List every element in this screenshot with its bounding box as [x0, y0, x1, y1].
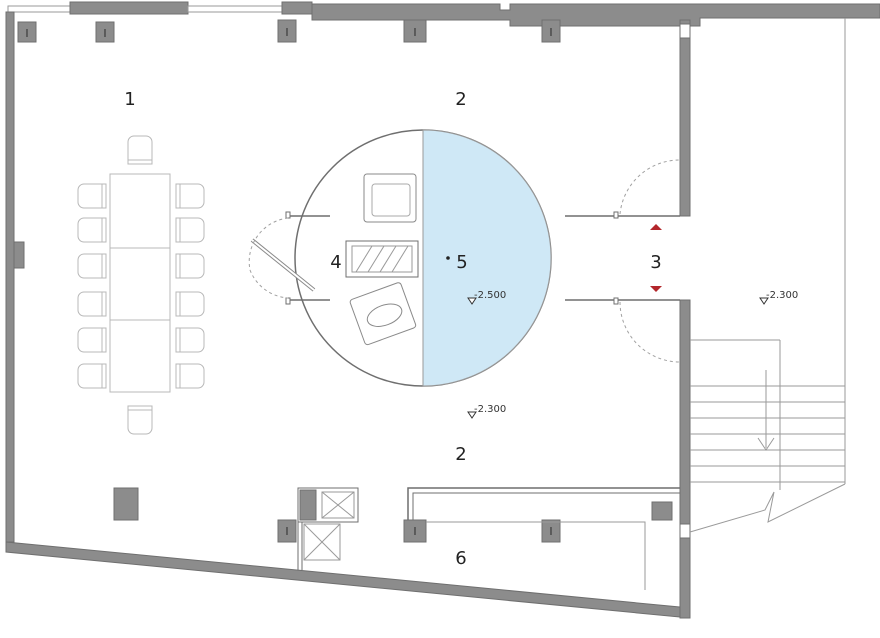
column-icon: I	[541, 19, 561, 43]
bottom-wall	[5, 541, 691, 619]
counter	[407, 487, 680, 590]
column-icon: I	[541, 519, 561, 543]
svg-text:I: I	[285, 525, 288, 538]
chair-icon	[77, 217, 107, 243]
level-marker-icon	[467, 411, 477, 419]
room-label-2-bottom: 2	[455, 444, 466, 465]
pillar-small	[651, 501, 673, 521]
level-label: -2.500	[474, 290, 506, 301]
chair-icon	[175, 291, 205, 317]
armchair-icon	[363, 173, 417, 223]
level-marker: -2.300	[467, 404, 506, 419]
pillar	[113, 487, 139, 521]
chair-icon	[127, 135, 153, 165]
chair-icon	[175, 363, 205, 389]
svg-text:I: I	[103, 27, 106, 40]
room-label-6: 6	[455, 548, 466, 569]
chairs	[77, 135, 205, 435]
right-doors	[619, 159, 681, 363]
level-label: -2.300	[766, 290, 798, 301]
conference-table	[109, 173, 171, 393]
room-label-5: 5	[456, 252, 467, 273]
room-label-1: 1	[124, 89, 135, 110]
svg-text:I: I	[285, 26, 288, 39]
right-wall-lower	[679, 299, 691, 619]
left-wall-notch	[13, 241, 25, 269]
column-icon: I	[17, 21, 37, 43]
stairs	[689, 18, 846, 533]
chair-icon	[77, 291, 107, 317]
chair-icon	[175, 183, 205, 209]
chair-icon	[175, 217, 205, 243]
level-marker-icon	[467, 297, 477, 305]
top-wall	[7, 1, 880, 27]
center-dot	[446, 256, 450, 260]
chair-icon	[77, 327, 107, 353]
left-wall	[5, 11, 15, 543]
svg-text:I: I	[413, 525, 416, 538]
left-door	[248, 217, 316, 299]
column-icon: I	[277, 19, 297, 43]
circular-room	[285, 129, 680, 387]
right-column-bottom	[679, 523, 691, 539]
svg-text:I: I	[549, 525, 552, 538]
svg-text:I: I	[413, 26, 416, 39]
room-label-2-top: 2	[455, 89, 466, 110]
chair-icon	[127, 405, 153, 435]
armchair-icon	[349, 282, 417, 346]
level-marker: -2.500	[467, 290, 506, 305]
chair-icon	[77, 183, 107, 209]
right-column-top	[679, 23, 691, 39]
entry-arrows	[650, 224, 662, 292]
column-icon: I	[403, 519, 427, 543]
column-icon: I	[403, 19, 427, 43]
chair-icon	[77, 253, 107, 279]
room-label-3: 3	[650, 252, 661, 273]
level-marker-icon	[759, 297, 769, 305]
columns: I I I I I I I I	[17, 19, 691, 543]
svg-text:I: I	[549, 26, 552, 39]
column-icon: I	[95, 21, 115, 43]
chair-icon	[77, 363, 107, 389]
pool	[422, 129, 552, 387]
elevator-shaft	[297, 487, 359, 570]
hatched-table	[345, 240, 419, 278]
stair-arrow-icon	[757, 370, 775, 451]
right-wall-upper	[679, 19, 691, 217]
chair-icon	[175, 327, 205, 353]
room-label-4: 4	[330, 252, 341, 273]
chair-icon	[175, 253, 205, 279]
level-label: -2.300	[474, 404, 506, 415]
svg-text:I: I	[25, 27, 28, 40]
level-marker: -2.300	[759, 290, 798, 305]
column-icon: I	[277, 519, 297, 543]
